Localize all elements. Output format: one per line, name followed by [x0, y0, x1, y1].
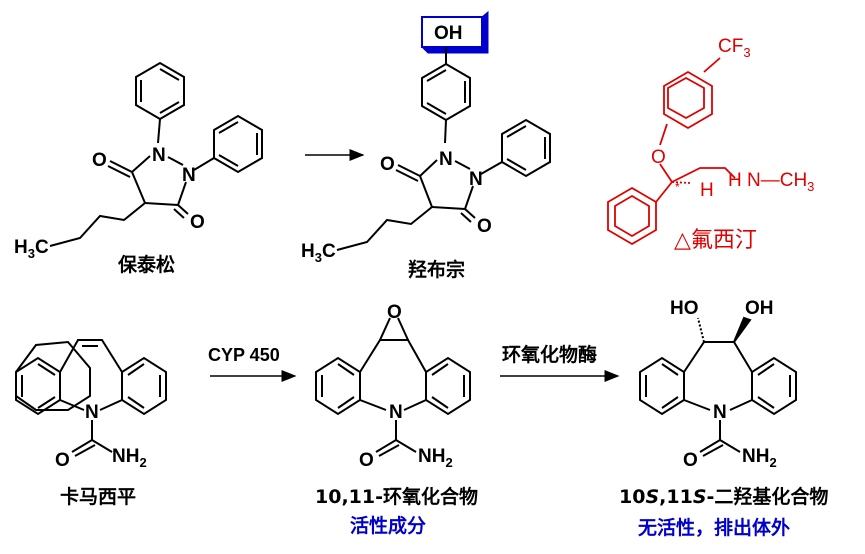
svg-text:O: O [387, 302, 402, 323]
epoxide-structure [315, 317, 471, 457]
carbamazepine-name: 卡马西平 [60, 486, 137, 508]
hydroxyl-highlight: OH [434, 23, 463, 44]
svg-text:O: O [359, 450, 374, 471]
svg-text:*: * [675, 180, 680, 194]
carbamazepine-structure [15, 339, 167, 457]
svg-text:O: O [683, 450, 698, 471]
svg-text:N: N [389, 402, 403, 423]
epoxide-name: 10,11-环氧化合物 [315, 486, 478, 508]
oxyphenbutazone-name: 羟布宗 [408, 259, 466, 281]
oxyphenbutazone-structure [336, 10, 551, 251]
svg-text:H: H [700, 180, 714, 201]
svg-text:O: O [651, 147, 666, 168]
svg-text:H3C: H3C [301, 241, 336, 265]
svg-text:OH: OH [745, 298, 774, 319]
svg-text:H N—CH3: H N—CH3 [728, 170, 814, 194]
arrow-label-hydrolase: 环氧化物酶 [502, 344, 598, 366]
svg-text:N: N [182, 165, 196, 186]
carbamazepine-atoms: N O NH2 [55, 402, 147, 471]
svg-text:N: N [713, 402, 727, 423]
svg-text:N: N [152, 145, 166, 166]
svg-text:N: N [439, 149, 453, 170]
diol-name: 10S,11S-二羟基化合物 [619, 486, 829, 508]
svg-text:NH2: NH2 [418, 446, 453, 470]
svg-text:HO: HO [670, 298, 699, 319]
svg-text:CF3: CF3 [718, 36, 751, 60]
svg-text:O: O [92, 150, 107, 171]
phenylbutazone-atoms: N N O O H3C [14, 145, 205, 261]
svg-text:NH2: NH2 [742, 446, 777, 470]
svg-text:N: N [85, 402, 99, 423]
oxyphenbutazone-atoms: OH N N O O H3C [301, 23, 492, 265]
svg-text:O: O [190, 212, 205, 233]
diol-atoms: HO OH N O NH2 [670, 298, 777, 471]
phenylbutazone-structure [49, 61, 263, 247]
diol-structure [639, 316, 797, 457]
diol-note: 无活性，排出体外 [638, 517, 791, 539]
fluoxetine-structure [607, 57, 736, 246]
svg-text:NH2: NH2 [112, 446, 147, 470]
arrow-label-cyp: CYP 450 [208, 345, 280, 365]
epoxide-atoms: O N O NH2 [359, 302, 453, 471]
fluoxetine-atoms: CF3 O H * H N—CH3 [651, 36, 814, 201]
svg-text:H3C: H3C [14, 237, 49, 261]
svg-text:O: O [477, 216, 492, 237]
fluoxetine-name: △氟西汀 [674, 228, 757, 253]
phenylbutazone-name: 保泰松 [118, 254, 176, 276]
svg-text:N: N [469, 169, 483, 190]
svg-text:O: O [55, 450, 70, 471]
epoxide-note: 活性成分 [350, 515, 427, 537]
svg-text:O: O [380, 154, 395, 175]
